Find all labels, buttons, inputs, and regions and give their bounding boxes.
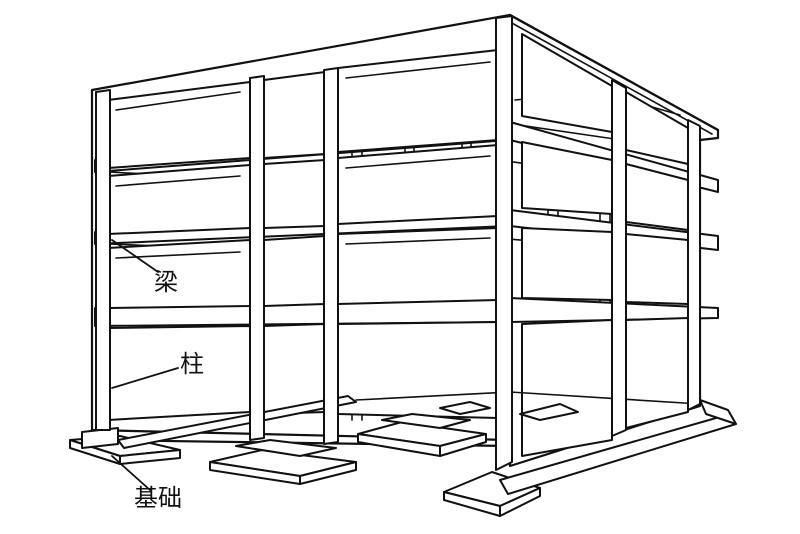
columns <box>95 15 701 471</box>
foundation-leader <box>111 455 151 491</box>
right-face <box>508 13 720 468</box>
beam-label: 梁 <box>154 268 178 296</box>
foundations <box>69 391 737 517</box>
column-label: 柱 <box>180 350 204 378</box>
column-leader <box>111 367 179 389</box>
column <box>95 89 111 431</box>
front-bay <box>107 81 251 169</box>
front-face <box>90 13 512 448</box>
beam-leader <box>111 239 159 273</box>
foundation-label: 基础 <box>134 484 182 512</box>
leaders <box>111 239 179 491</box>
